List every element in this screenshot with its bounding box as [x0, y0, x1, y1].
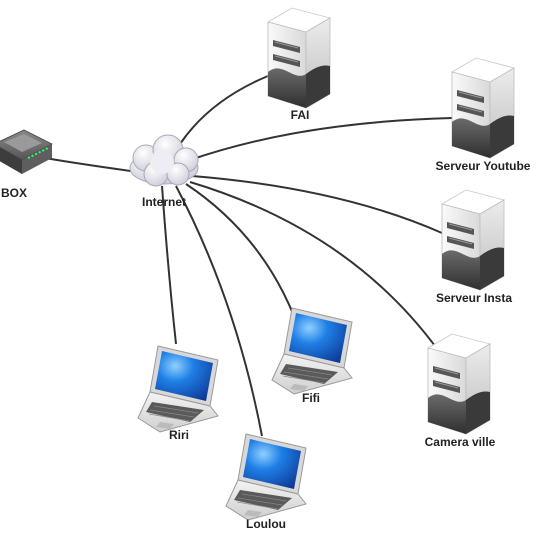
node-label-insta: Serveur Insta	[436, 291, 512, 305]
node-internet[interactable]: Internet	[129, 134, 199, 209]
node-riri[interactable]: Riri	[137, 345, 219, 442]
server-icon	[441, 189, 505, 291]
link-internet-youtube	[189, 117, 453, 161]
node-label-box: BOX	[1, 186, 27, 200]
link-internet-fifi	[185, 183, 303, 339]
cloud-icon	[129, 134, 199, 187]
router-icon	[0, 129, 53, 174]
server-icon	[451, 57, 515, 159]
node-box[interactable]: BOX	[0, 129, 53, 200]
node-label-camera: Camera ville	[425, 435, 496, 449]
node-label-riri: Riri	[169, 428, 189, 442]
node-fifi[interactable]: Fifi	[271, 307, 353, 405]
node-label-fai: FAI	[291, 108, 310, 122]
link-internet-loulou	[175, 185, 263, 437]
laptop-icon	[137, 345, 219, 433]
node-serveur-youtube[interactable]: Serveur Youtube	[436, 57, 531, 173]
node-label-internet: Internet	[142, 195, 186, 209]
link-internet-box	[44, 157, 139, 173]
node-label-youtube: Serveur Youtube	[436, 159, 531, 173]
node-label-fifi: Fifi	[302, 391, 320, 405]
node-serveur-insta[interactable]: Serveur Insta	[436, 189, 512, 305]
server-icon	[427, 333, 491, 435]
link-internet-camera	[189, 181, 439, 351]
node-label-loulou: Loulou	[246, 517, 286, 531]
laptop-icon	[225, 433, 307, 521]
node-fai[interactable]: FAI	[267, 7, 331, 122]
server-icon	[267, 7, 331, 109]
laptop-icon	[271, 307, 353, 395]
link-internet-insta	[191, 175, 443, 234]
connection-links	[44, 75, 453, 437]
node-loulou[interactable]: Loulou	[225, 433, 307, 531]
node-camera-ville[interactable]: Camera ville	[425, 333, 496, 449]
link-internet-fai	[179, 75, 269, 145]
link-internet-riri	[161, 185, 177, 345]
